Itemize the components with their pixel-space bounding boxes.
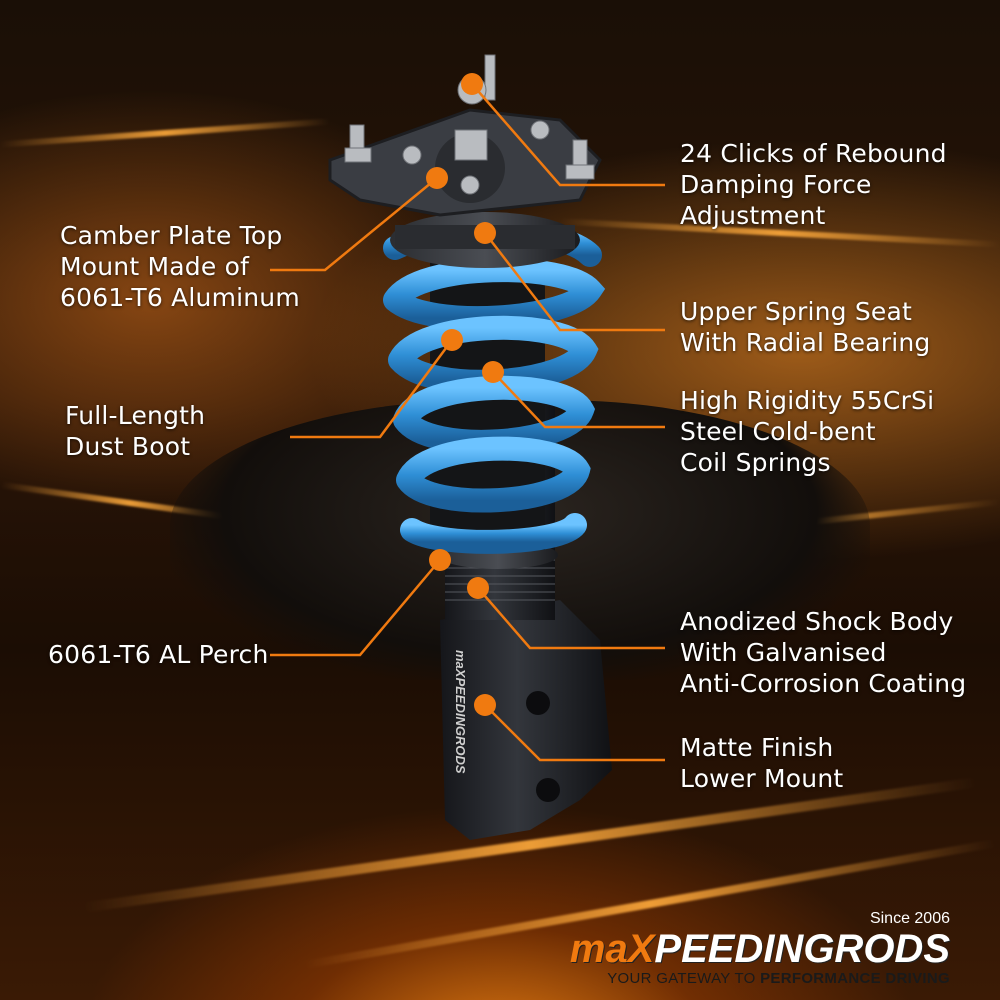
label-camber: Camber Plate Top Mount Made of 6061-T6 A…: [60, 221, 300, 312]
label-perch: 6061-T6 AL Perch: [48, 640, 269, 669]
brand-tagline: YOUR GATEWAY TO PERFORMANCE DRIVING: [570, 970, 950, 987]
label-rebound: 24 Clicks of Rebound Damping Force Adjus…: [680, 139, 947, 230]
brand-logo: maXPEEDINGRODS: [570, 928, 950, 970]
svg-text:maXPEEDINGRODS: maXPEEDINGRODS: [453, 650, 468, 774]
tagline-bold: PERFORMANCE DRIVING: [760, 970, 950, 987]
label-shock-body: Anodized Shock Body With Galvanised Anti…: [680, 607, 967, 698]
logo-prefix: maX: [569, 927, 655, 971]
label-spring-seat: Upper Spring Seat With Radial Bearing: [680, 297, 931, 357]
brand-block: Since 2006 maXPEEDINGRODS YOUR GATEWAY T…: [570, 910, 950, 987]
tagline-start: YOUR GATEWAY TO: [607, 970, 761, 987]
label-springs: High Rigidity 55CrSi Steel Cold-bent Coi…: [680, 386, 935, 477]
logo-suffix: PEEDINGRODS: [654, 927, 950, 971]
label-dust-boot: Full-Length Dust Boot: [65, 401, 206, 461]
label-lower-mount: Matte Finish Lower Mount: [680, 733, 844, 793]
since-text: Since 2006: [869, 910, 950, 927]
